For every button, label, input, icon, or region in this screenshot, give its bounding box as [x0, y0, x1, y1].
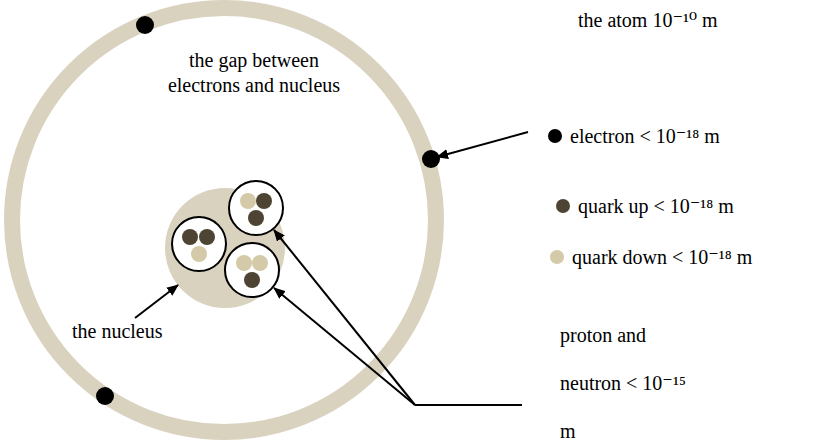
electron-dot [96, 387, 114, 405]
label-holder: the nucleus [72, 319, 163, 343]
nucleus-disc [165, 188, 285, 308]
electron-dot [136, 16, 154, 34]
part-label: the atom 10⁻¹⁰ m [578, 8, 718, 32]
legend-text: quark down < 10⁻¹⁸ m [572, 245, 752, 269]
nucleon-circle [172, 217, 226, 271]
nucleon [229, 181, 283, 235]
quark-up-dot [199, 229, 215, 245]
leader-arrow [135, 285, 178, 318]
quark-down-dot [252, 255, 268, 271]
atom-shell: the gap between electrons and nucleus [4, 0, 444, 440]
quark-up-dot [248, 210, 264, 226]
electron-shell [12, 8, 436, 432]
quark-up-dot [182, 229, 198, 245]
quark-up-dot [244, 272, 260, 288]
legend-row: quark up < 10⁻¹⁸ m [556, 194, 734, 218]
legend-row: electron < 10⁻¹⁸ m [548, 124, 720, 148]
legend-row: quark down < 10⁻¹⁸ m [550, 245, 752, 269]
part-label: proton and neutron < 10⁻¹⁵ m [560, 311, 705, 441]
legend-dot [550, 250, 564, 264]
legend-text: electron < 10⁻¹⁸ m [570, 124, 720, 148]
quark-down-dot [240, 193, 256, 209]
nucleon-circle [229, 181, 283, 235]
nucleon-circle [225, 243, 279, 297]
leader-arrow [274, 230, 415, 405]
legend-dot [556, 199, 570, 213]
leader-line [415, 404, 522, 406]
region-label: the gap between electrons and nucleus [159, 48, 349, 98]
nucleon [172, 217, 226, 271]
part-label: the nucleus [72, 319, 163, 343]
label-holder: proton and neutron < 10⁻¹⁵ m [560, 311, 705, 441]
electron-dot [422, 150, 440, 168]
leader-arrow [437, 132, 528, 157]
legend-dot [548, 129, 562, 143]
legend-text: quark up < 10⁻¹⁸ m [578, 194, 734, 218]
quark-down-dot [191, 246, 207, 262]
quark-down-dot [236, 255, 252, 271]
label-holder: the atom 10⁻¹⁰ m [578, 8, 718, 32]
nucleon [225, 243, 279, 297]
quark-up-dot [256, 193, 272, 209]
